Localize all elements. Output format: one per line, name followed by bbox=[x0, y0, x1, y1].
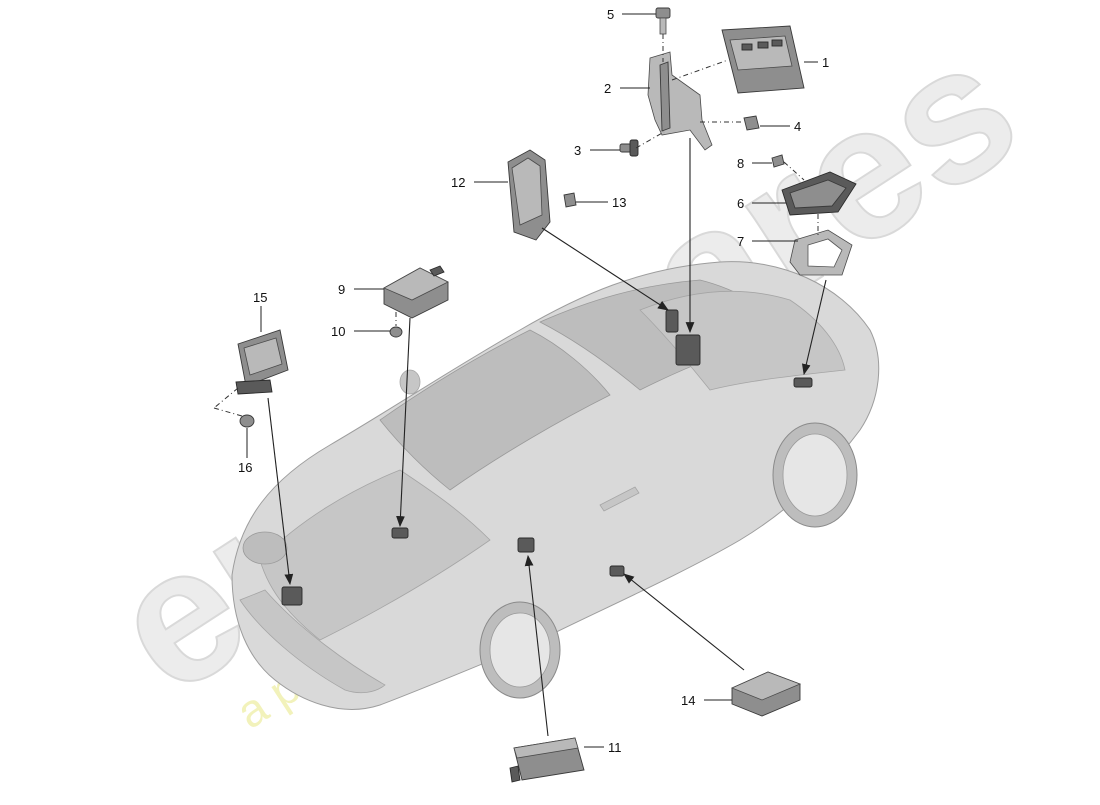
door-handle bbox=[599, 486, 640, 512]
callout-8: 8 bbox=[737, 156, 744, 171]
installed-module-6 bbox=[793, 377, 813, 388]
part-9-module bbox=[383, 265, 449, 319]
leader-lines bbox=[246, 13, 818, 748]
hood bbox=[259, 469, 491, 641]
callout-11: 11 bbox=[608, 740, 622, 755]
callout-6: 6 bbox=[737, 196, 744, 211]
part-6-module bbox=[781, 171, 857, 216]
callout-12: 12 bbox=[451, 175, 465, 190]
callout-1: 1 bbox=[822, 55, 829, 70]
car-illustration bbox=[231, 261, 880, 710]
callout-13: 13 bbox=[612, 195, 626, 210]
part-7-carrier bbox=[789, 229, 853, 276]
callout-2: 2 bbox=[604, 81, 611, 96]
part-13-nut bbox=[563, 192, 577, 208]
part-16-clip bbox=[239, 414, 255, 428]
part-10-clip bbox=[389, 326, 403, 338]
headlight bbox=[242, 531, 288, 565]
installed-module-11 bbox=[517, 537, 535, 553]
part-12-control-unit bbox=[507, 149, 551, 241]
rear-rim bbox=[782, 433, 848, 517]
windshield bbox=[379, 329, 611, 491]
installation-arrows bbox=[267, 138, 827, 737]
assembly-lines bbox=[213, 34, 819, 417]
part-14-module bbox=[730, 671, 802, 717]
part-8-screw bbox=[771, 154, 785, 168]
callout-14: 14 bbox=[681, 693, 695, 708]
callout-3: 3 bbox=[574, 143, 581, 158]
callout-labels: 1 2 3 4 5 6 7 8 9 10 11 12 13 14 15 16 bbox=[238, 7, 829, 755]
part-4-nut bbox=[743, 115, 760, 131]
part-2-bracket bbox=[647, 51, 713, 151]
installed-module-9 bbox=[391, 527, 409, 539]
front-bumper bbox=[239, 589, 386, 694]
callout-16: 16 bbox=[238, 460, 252, 475]
callout-9: 9 bbox=[338, 282, 345, 297]
mirror bbox=[399, 369, 421, 395]
installed-module-12 bbox=[665, 309, 679, 333]
part-15-control-unit bbox=[235, 329, 289, 395]
installed-module-15 bbox=[281, 586, 303, 606]
part-5-bolt bbox=[655, 7, 671, 35]
callout-5: 5 bbox=[607, 7, 614, 22]
part-3-screw bbox=[619, 139, 639, 157]
callout-10: 10 bbox=[331, 324, 345, 339]
callout-7: 7 bbox=[737, 234, 744, 249]
installed-parts bbox=[281, 309, 813, 606]
front-rim bbox=[489, 612, 551, 688]
part-11-module bbox=[509, 737, 585, 783]
part-1-control-unit bbox=[721, 25, 805, 94]
installed-module-14 bbox=[609, 565, 625, 577]
callout-15: 15 bbox=[253, 290, 267, 305]
callout-4: 4 bbox=[794, 119, 801, 134]
installed-module-1 bbox=[675, 334, 701, 366]
